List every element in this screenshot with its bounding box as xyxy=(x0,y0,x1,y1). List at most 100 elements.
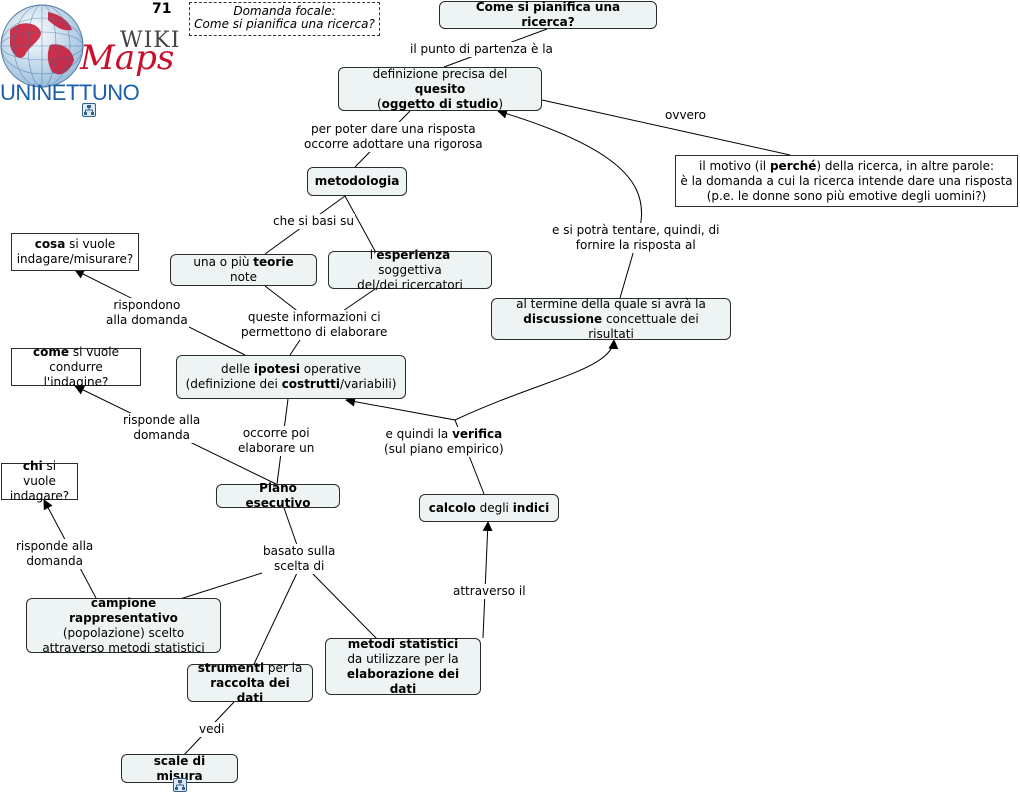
node-metodi-l3: elaborazione dei dati xyxy=(346,666,460,696)
globe-icon xyxy=(0,4,84,88)
link-verifica-discussione xyxy=(454,339,619,421)
label-verifica-l1: e quindi la verifica xyxy=(384,427,504,442)
label-tentare-l1: e si potrà tentare, quindi, di xyxy=(552,223,720,237)
node-definizione-l2: (oggetto di studio) xyxy=(377,97,503,112)
node-teorie-a: una o più xyxy=(193,255,254,269)
node-campione-l3: attraverso metodi statistici xyxy=(42,640,205,655)
node-cosa-l2: indagare/misurare? xyxy=(16,252,134,266)
logo-wiki-text: WIKI xyxy=(120,28,181,53)
node-chi-si-vuole[interactable]: chi si vuole indagare? xyxy=(1,459,78,503)
node-come-si-pianifica[interactable]: Come si pianifica una ricerca? xyxy=(439,0,657,29)
link-metodologia-esperienza xyxy=(344,195,376,252)
label-rispondono: rispondono alla domanda xyxy=(105,298,189,328)
node-motivo-ricerca[interactable]: il motivo (il perché) della ricerca, in … xyxy=(675,155,1018,207)
node-teorie[interactable]: una o più teorie note xyxy=(170,254,317,286)
node-come-cond-l1b: come xyxy=(33,344,69,359)
link-basato-metodi xyxy=(311,572,379,641)
label-risponde-1: risponde alla domanda xyxy=(122,413,202,443)
node-piano-text: Piano esecutivo xyxy=(245,481,311,510)
page-number: 71 xyxy=(152,1,172,17)
map-link-icon[interactable] xyxy=(82,103,96,117)
node-definizione-l2c: ) xyxy=(498,96,504,111)
node-motivo-l3: (p.e. le donne sono più emotive degli uo… xyxy=(706,188,987,203)
label-vedi: vedi xyxy=(198,722,226,737)
node-metodologia-text: metodologia xyxy=(314,174,400,188)
node-calcolo-b2: indici xyxy=(512,500,550,515)
node-calcolo-indici[interactable]: calcolo degli indici xyxy=(419,494,559,522)
node-metodologia[interactable]: metodologia xyxy=(307,167,407,196)
node-chi-l2: indagare? xyxy=(9,489,70,503)
node-cosa-l1c: si vuole xyxy=(65,237,116,251)
node-ipotesi-l2c: /variabili) xyxy=(339,377,397,391)
node-discussione-l2b: discussione xyxy=(523,311,603,326)
label-occorre: occorre poi elaborare un xyxy=(237,426,316,456)
label-risponde-1-l1: risponde alla xyxy=(123,413,201,427)
wikimaps-logo: WIKI Maps UNINETTUNO xyxy=(0,0,185,112)
node-chi-l1: chi si vuole xyxy=(6,459,73,489)
label-rispondono-l1: rispondono xyxy=(113,298,181,312)
node-definizione-l1b: quesito xyxy=(414,81,466,96)
node-ipotesi-l2: (definizione dei costrutti/variabili) xyxy=(186,377,397,392)
node-chi-l1c: si vuole xyxy=(23,459,57,488)
node-discussione[interactable]: al termine della quale si avrà la discus… xyxy=(491,296,731,341)
node-definizione-quesito[interactable]: definizione precisa del quesito (oggetto… xyxy=(338,67,542,111)
label-queste-l2: permettono di elaborare xyxy=(241,325,388,339)
node-esperienza-l2: del/dei ricercatori xyxy=(357,277,463,292)
link-metodi-calcolo xyxy=(482,521,493,639)
label-rispondono-l2: alla domanda xyxy=(106,313,188,327)
label-basato: basato sulla scelta di xyxy=(262,544,337,574)
node-come-si-vuole[interactable]: come si vuole condurre l'indagine? xyxy=(11,344,141,389)
node-ipotesi-l1: delle ipotesi operative xyxy=(221,362,361,377)
node-ipotesi-l1a: delle xyxy=(221,362,254,376)
label-risponde-2-l2: domanda xyxy=(26,554,83,568)
node-metodi-statistici[interactable]: metodi statistici da utilizzare per la e… xyxy=(325,637,481,696)
node-teorie-c: note xyxy=(229,270,258,284)
label-tentare: e si potrà tentare, quindi, di fornire l… xyxy=(551,223,721,253)
focal-question-box: Domanda focale: Come si pianifica una ri… xyxy=(189,2,380,36)
node-esperienza[interactable]: l'esperienza soggettiva del/dei ricercat… xyxy=(328,248,492,292)
label-verifica-l1a: e quindi la xyxy=(385,427,453,441)
label-per-poter-l1: per poter dare una risposta xyxy=(311,122,476,136)
node-come-si-pianifica-text: Come si pianifica una ricerca? xyxy=(475,0,621,29)
node-come-cond-l2: condurre l'indagine? xyxy=(43,359,109,389)
label-occorre-l1: occorre poi xyxy=(242,426,310,440)
node-motivo-l1a: il motivo (il xyxy=(698,158,770,173)
focal-line-1: Domanda focale: xyxy=(233,4,336,18)
node-cosa-l1: cosa si vuole xyxy=(16,237,134,252)
node-esperienza-l1a: l' xyxy=(369,247,377,262)
node-definizione-l1a: definizione precisa del xyxy=(372,66,508,81)
node-ipotesi[interactable]: delle ipotesi operative (definizione dei… xyxy=(176,355,406,399)
map-link-icon[interactable] xyxy=(173,778,187,792)
node-strumenti-l1c: per la xyxy=(264,660,303,675)
node-calcolo-m: degli xyxy=(475,500,513,515)
link-basato-campione xyxy=(179,572,263,600)
node-esperienza-l1: l'esperienza soggettiva xyxy=(337,248,483,278)
node-definizione-l2a: ( xyxy=(376,96,382,111)
node-strumenti[interactable]: strumenti per la raccolta dei dati xyxy=(187,661,313,705)
node-ipotesi-l1c: operative xyxy=(299,362,361,376)
node-campione-l1: campione rappresentativo xyxy=(69,595,178,625)
node-strumenti-l1b: strumenti xyxy=(197,660,265,675)
link-piano-basato xyxy=(283,507,298,546)
node-scale-text: scale di misura xyxy=(153,753,206,783)
link-basato-strumenti xyxy=(253,572,298,665)
link-queste-ipotesi xyxy=(289,339,301,356)
node-motivo-l1c: ) della ricerca, in altre parole: xyxy=(816,158,995,173)
node-teorie-text: una o più teorie note xyxy=(179,255,308,285)
node-discussione-l1: al termine della quale si avrà la xyxy=(516,296,706,311)
node-piano-esecutivo[interactable]: Piano esecutivo xyxy=(216,481,340,510)
node-cosa-si-vuole[interactable]: cosa si vuole indagare/misurare? xyxy=(11,233,139,271)
node-ipotesi-l2b: costrutti xyxy=(281,377,340,391)
link-teorie-ipotesi xyxy=(264,285,301,314)
label-verifica-l2: (sul piano empirico) xyxy=(384,442,504,456)
label-basi-su: che si basi su xyxy=(272,214,356,229)
node-campione[interactable]: campione rappresentativo (popolazione) s… xyxy=(26,595,221,655)
node-chi-l1b: chi xyxy=(22,459,43,473)
node-calcolo-text: calcolo degli indici xyxy=(429,501,550,516)
node-motivo-l1b: perché xyxy=(769,158,817,173)
node-definizione-l1: definizione precisa del quesito xyxy=(347,67,533,97)
label-queste-l1: queste informazioni ci xyxy=(247,310,381,324)
node-strumenti-l1: strumenti per la xyxy=(198,661,303,676)
label-queste: queste informazioni ci permettono di ela… xyxy=(240,310,389,340)
